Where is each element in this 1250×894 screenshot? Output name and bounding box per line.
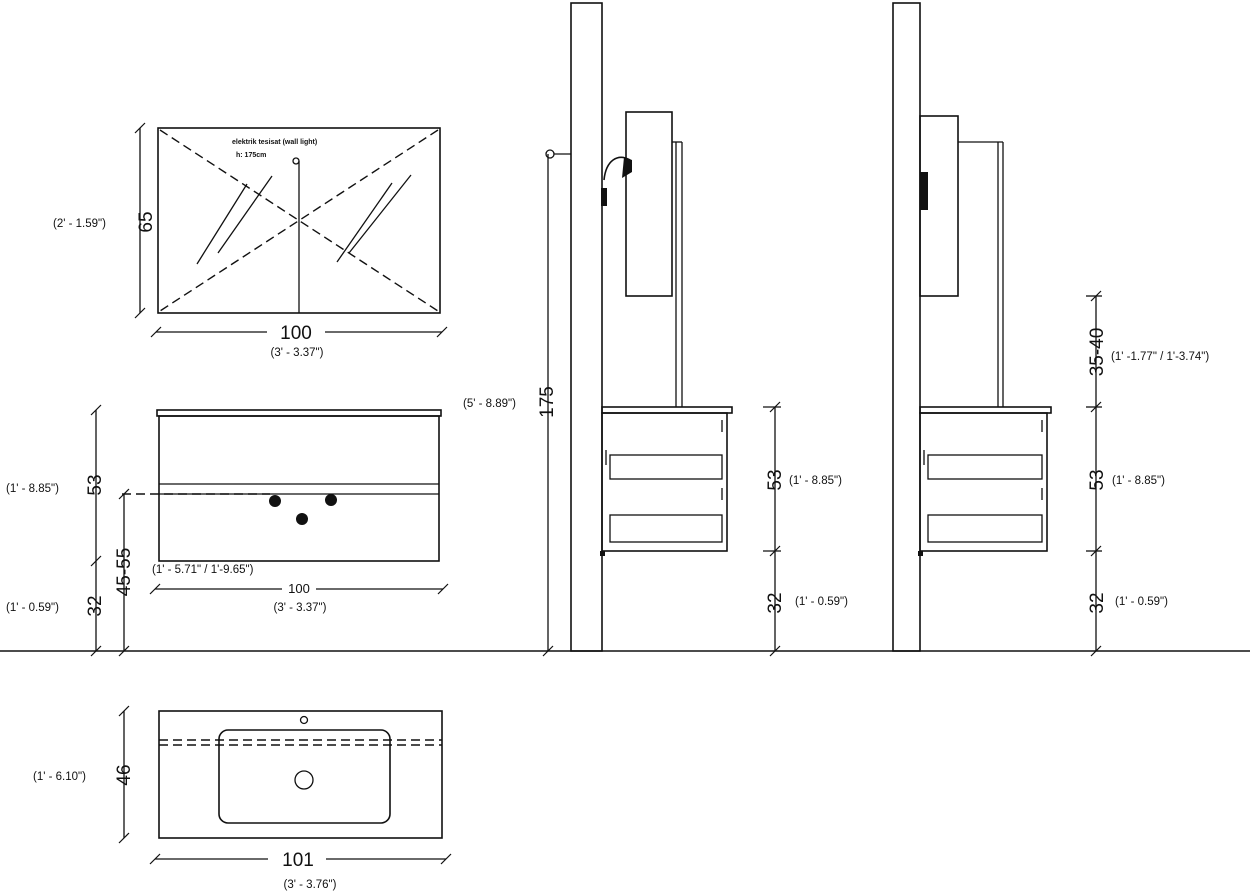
side1-floor-clearance-imperial: (1' - 0.59") [795, 596, 848, 608]
cabinet-height-imperial: (1' - 8.85") [6, 483, 59, 495]
mirror-width-cm: 100 [280, 323, 312, 344]
floor-clearance-cm: 32 [85, 595, 106, 616]
basin-width-cm: 101 [282, 850, 314, 871]
basin-depth-cm: 46 [114, 764, 135, 785]
basin-width-imperial: (3' - 3.76") [284, 879, 337, 891]
side1-floor-clearance-cm: 32 [765, 592, 786, 613]
side-view-light: 175 (5' - 8.89") 53 (1' - 8.85") 32 (1' … [463, 2, 848, 657]
side1-cabinet-height-cm: 53 [765, 469, 786, 490]
side-view-mirror: 35-40 (1' -1.77" / 1'-3.74") 53 (1' - 8.… [892, 2, 1209, 657]
floor-clearance-imperial: (1' - 0.59") [6, 602, 59, 614]
light-height-cm: 175 [537, 386, 558, 418]
mirror-gap-imperial: (1' -1.77" / 1'-3.74") [1111, 351, 1209, 363]
cabinet-width-cm: 100 [288, 581, 310, 596]
mirror-note-line1: elektrik tesisat (wall light) [232, 139, 317, 146]
side2-cabinet-height-imperial: (1' - 8.85") [1112, 475, 1165, 487]
mirror-width-imperial: (3' - 3.37") [271, 347, 324, 359]
mirror-gap-cm: 35-40 [1087, 328, 1108, 377]
side2-floor-clearance-imperial: (1' - 0.59") [1115, 596, 1168, 608]
side2-cabinet-height-cm: 53 [1087, 469, 1108, 490]
mirror-front-view: elektrik tesisat (wall light) h: 175cm 6… [53, 122, 448, 359]
mirror-note-line2: h: 175cm [236, 152, 266, 159]
side2-floor-clearance-cm: 32 [1087, 592, 1108, 613]
basin-depth-imperial: (1' - 6.10") [33, 771, 86, 783]
cabinet-width-imperial: (3' - 3.37") [274, 602, 327, 614]
pipe-height-cm: 45-55 [114, 548, 135, 597]
mirror-height-cm: 65 [136, 211, 157, 232]
light-height-imperial: (5' - 8.89") [463, 398, 516, 410]
side1-cabinet-height-imperial: (1' - 8.85") [789, 475, 842, 487]
basin-top-view: 46 (1' - 6.10") 101 (3' - 3.76") [33, 705, 452, 891]
pipe-height-imperial: (1' - 5.71" / 1'-9.65") [152, 564, 254, 576]
cabinet-height-cm: 53 [85, 474, 106, 495]
mirror-height-imperial: (2' - 1.59") [53, 218, 106, 230]
cabinet-front-view: 53 (1' - 8.85") 32 (1' - 0.59") 45-55 (1… [6, 404, 449, 657]
